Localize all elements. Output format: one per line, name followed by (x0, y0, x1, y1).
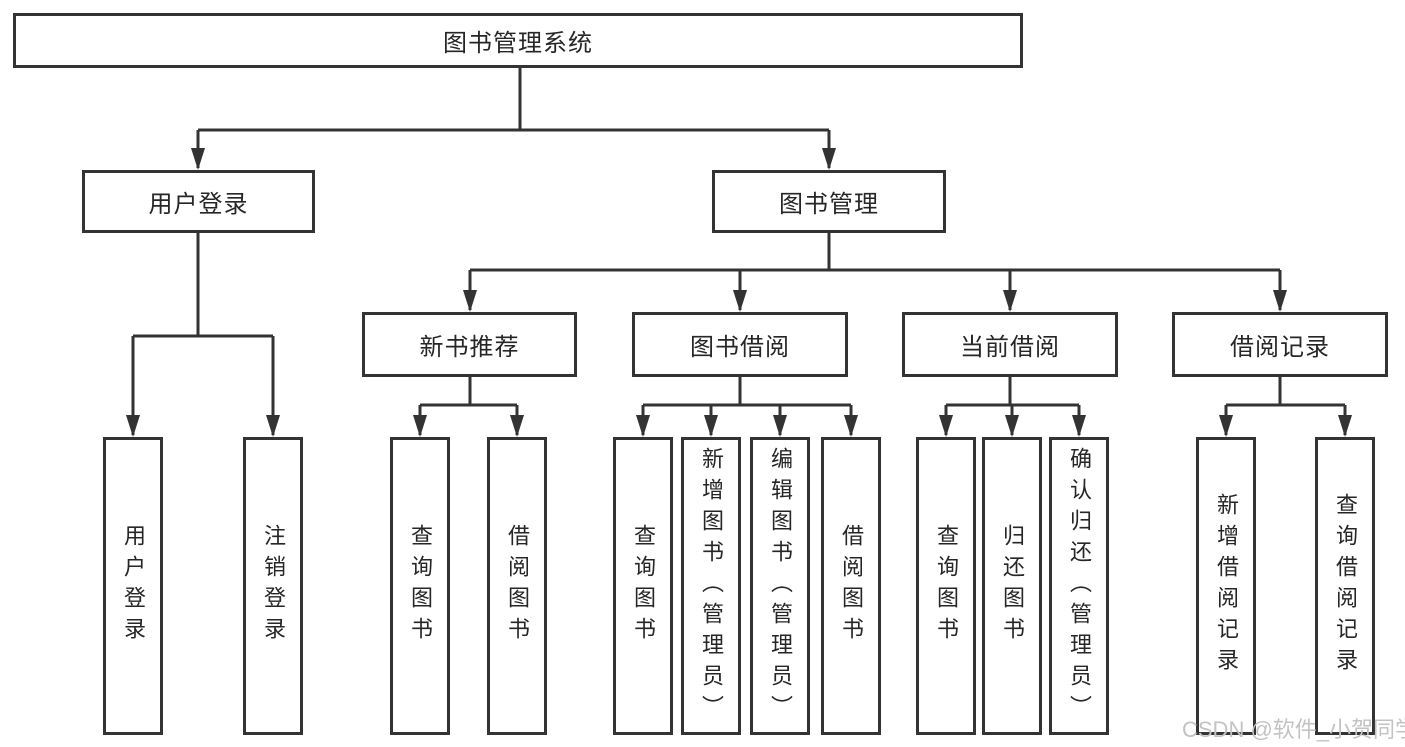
leaf-borrowing-edit-books-admin: 编辑图书（管理员） (750, 437, 810, 735)
leaf-user-login: 用户登录 (103, 437, 163, 735)
leaf-logout-login: 注销登录 (243, 437, 303, 735)
node-borrow-records: 借阅记录 (1172, 312, 1388, 377)
node-user-login-branch: 用户登录 (82, 170, 315, 233)
leaf-current-return-books: 归还图书 (982, 437, 1042, 735)
leaf-borrowing-add-books-admin: 新增图书（管理员） (681, 437, 741, 735)
leaf-newbook-borrow-books: 借阅图书 (487, 437, 547, 735)
leaf-newbook-query-books: 查询图书 (390, 437, 450, 735)
leaf-records-add-borrow-record: 新增借阅记录 (1196, 437, 1256, 735)
node-current-borrowing: 当前借阅 (902, 312, 1118, 377)
node-root-system: 图书管理系统 (13, 13, 1023, 68)
leaf-records-query-borrow-record: 查询借阅记录 (1315, 437, 1375, 735)
leaf-borrowing-query-books: 查询图书 (613, 437, 673, 735)
leaf-current-query-books: 查询图书 (916, 437, 976, 735)
node-book-management-branch: 图书管理 (712, 170, 946, 233)
csdn-watermark: CSDN @软件_小贺同学 (1182, 717, 1405, 742)
node-new-book-recommend: 新书推荐 (362, 312, 577, 377)
leaf-borrowing-borrow-books: 借阅图书 (821, 437, 881, 735)
leaf-current-confirm-return-admin: 确认归还（管理员） (1049, 437, 1109, 735)
node-book-borrowing: 图书借阅 (632, 312, 848, 377)
